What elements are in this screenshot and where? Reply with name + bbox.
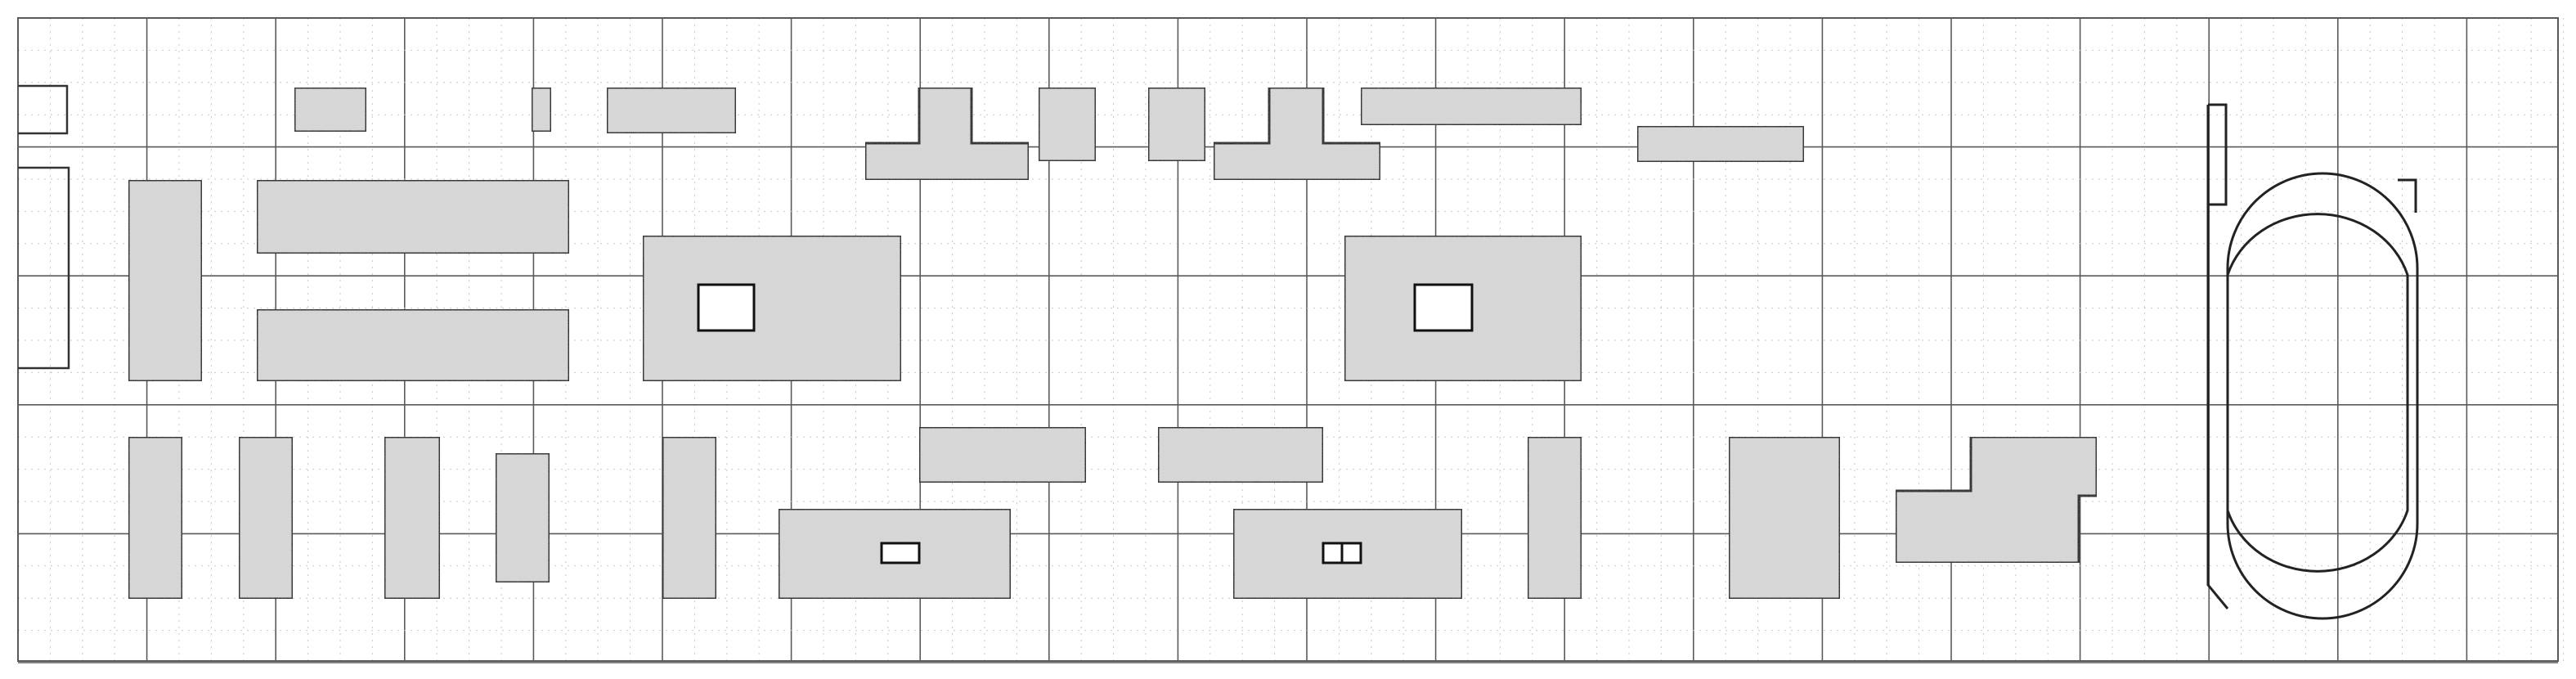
building-block (1156, 425, 1325, 484)
track-straight-west-lower (2206, 205, 2229, 609)
drawing-frame (17, 17, 2559, 662)
site-boundary (18, 84, 70, 370)
boundary-top-left (18, 84, 69, 135)
building-block (530, 86, 553, 133)
track-straight-east (2398, 178, 2417, 213)
building-block (1636, 124, 1806, 164)
track-straight-west (2206, 103, 2228, 206)
building-block (255, 308, 571, 383)
building-block (605, 86, 738, 135)
building-block (293, 86, 368, 133)
building-block (1526, 435, 1583, 600)
building-block (383, 435, 442, 600)
t-shaped-building (1212, 86, 1382, 182)
building-block (237, 435, 294, 600)
building-block (1147, 86, 1207, 163)
boundary-left (18, 166, 70, 370)
building-block (494, 452, 551, 584)
building-block (1359, 86, 1583, 127)
building-block (1037, 86, 1097, 163)
building-block (1727, 435, 1842, 600)
building-block (127, 435, 184, 600)
running-track (2206, 103, 2419, 620)
track-outer-lane (2226, 172, 2419, 620)
building-block (1232, 507, 1464, 600)
courtyard (1413, 283, 1474, 332)
courtyard-building (641, 234, 903, 383)
building-block (661, 435, 718, 600)
building-block (255, 178, 571, 255)
courtyard (697, 283, 756, 332)
t-shaped-building (864, 86, 1030, 182)
buildings-layer (127, 86, 2098, 600)
l-shaped-building (1894, 435, 2098, 564)
courtyard (880, 542, 921, 564)
track-inner-lane (2226, 213, 2409, 573)
building-block (918, 425, 1088, 484)
building-block (127, 178, 204, 383)
